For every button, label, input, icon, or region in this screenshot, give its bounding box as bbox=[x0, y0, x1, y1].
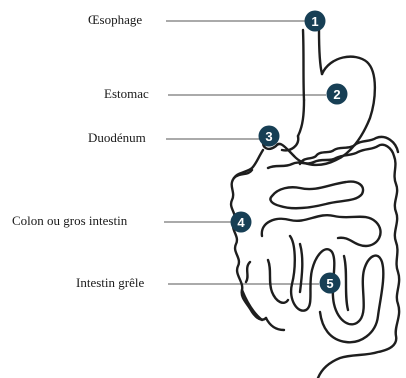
badge-3: 3 bbox=[259, 126, 280, 147]
esophagus-outline bbox=[303, 30, 322, 100]
badge-1: 1 bbox=[305, 11, 326, 32]
label-duodenum: Duodénum bbox=[88, 130, 146, 146]
rectum-outline bbox=[242, 290, 284, 330]
label-colon: Colon ou gros intestin bbox=[12, 213, 127, 229]
badge-5: 5 bbox=[320, 273, 341, 294]
label-small-intestine: Intestin grêle bbox=[76, 275, 144, 291]
label-stomach: Estomac bbox=[104, 86, 149, 102]
badge-2: 2 bbox=[327, 84, 348, 105]
badge-4-number: 4 bbox=[237, 215, 245, 230]
badge-4: 4 bbox=[231, 212, 252, 233]
leader-lines bbox=[164, 21, 326, 284]
transverse-colon-fold bbox=[270, 182, 363, 209]
badge-2-number: 2 bbox=[333, 87, 340, 102]
badge-3-number: 3 bbox=[265, 129, 272, 144]
label-esophagus: Œsophage bbox=[88, 12, 142, 28]
badge-5-number: 5 bbox=[326, 276, 333, 291]
badge-1-number: 1 bbox=[311, 14, 318, 29]
